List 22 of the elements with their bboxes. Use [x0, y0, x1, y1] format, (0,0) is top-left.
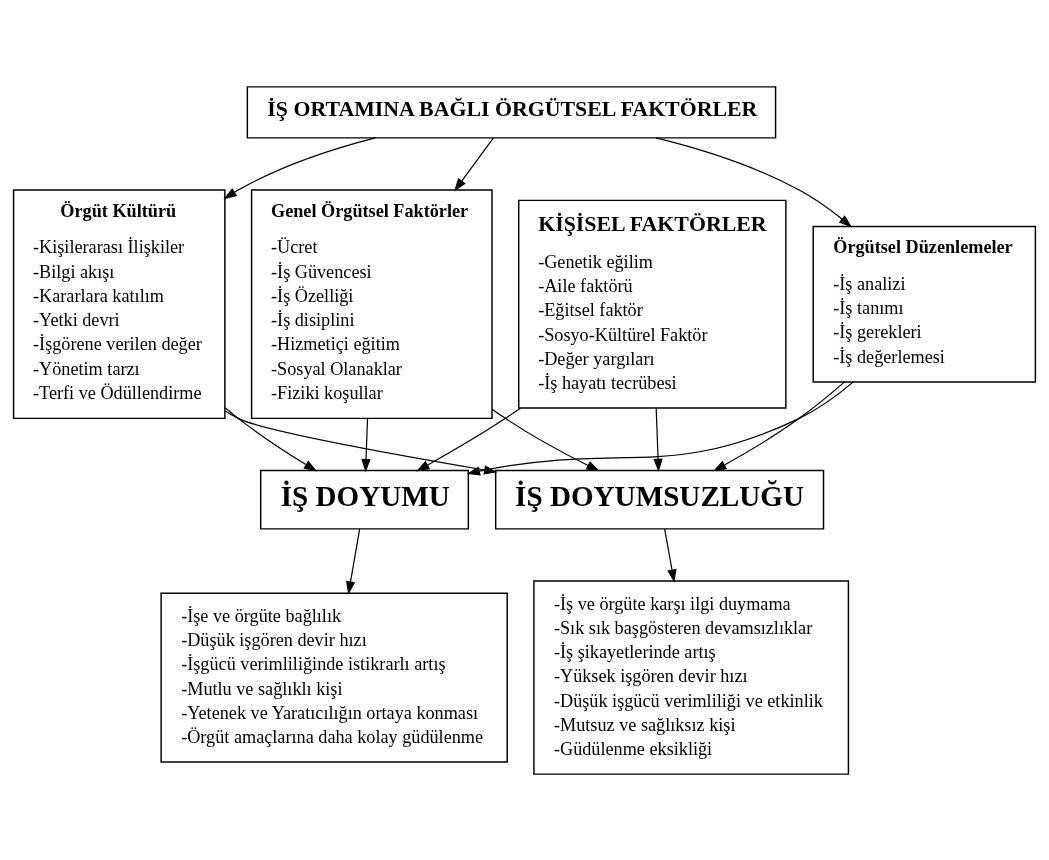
arrow [491, 408, 600, 471]
arrow [655, 136, 853, 227]
node-box: İŞ ORTAMINA BAĞLI ÖRGÜTSEL FAKTÖRLER [246, 85, 777, 139]
node-box: İŞ DOYUMU [259, 469, 470, 530]
arrow [664, 528, 677, 583]
node-box: Örgütsel Düzenlemeler -İş analizi -İş tanımı -İş gerekleri -İş değerlemesi [812, 225, 1037, 383]
arrow [416, 407, 521, 471]
arrow [466, 381, 854, 476]
node-box: -İş ve örgüte karşı ilgi duymama -Sık sık başgösteren devamsızlıklar -İş şikayetlerinde artış -Yüksek işgören devir hızı -Düşük işgücü verimliliği ve etkinlik -Mutsuz ve sağlıksız kişi -Güdülenme eksikliği [533, 579, 850, 775]
node-box: Örgüt Kültürü -Kişilerarası İlişkiler -Bilgi akışı -Kararlara katılım -Yetki devri -İşgörene verilen değer -Yönetim tarzı -Terfi ve Ödüllendirme [12, 188, 226, 419]
node-box: Genel Örgütsel Faktörler -Ücret -İş Güvencesi -İş Özelliği -İş disiplini -Hizmetiçi eğitim -Sosyal Olanaklar -Fiziki koşullar [250, 188, 493, 419]
node-box: İŞ DOYUMSUZLUĞU [494, 469, 825, 530]
arrow [361, 417, 371, 472]
arrow [224, 409, 498, 475]
arrow [224, 406, 318, 471]
node-box: KİŞİSEL FAKTÖRLER -Genetik eğilim -Aile faktörü -Eğitsel faktör -Sosyo-Kültürel Faktör -Değer yargıları -İş hayatı tecrübesi [518, 199, 787, 409]
node-box: -İşe ve örgüte bağlılık -Düşük işgören devir hızı -İşgücü verimliliğinde istikrarlı artış -Mutlu ve sağlıklı kişi -Yetenek ve Yaratıcılığın ortaya konması -Örgüt amaçlarına daha kolay güdülenme [160, 592, 508, 763]
arrow [454, 136, 495, 191]
arrow [713, 381, 845, 471]
arrow [223, 136, 376, 199]
arrow [653, 407, 663, 472]
arrow [345, 528, 361, 595]
